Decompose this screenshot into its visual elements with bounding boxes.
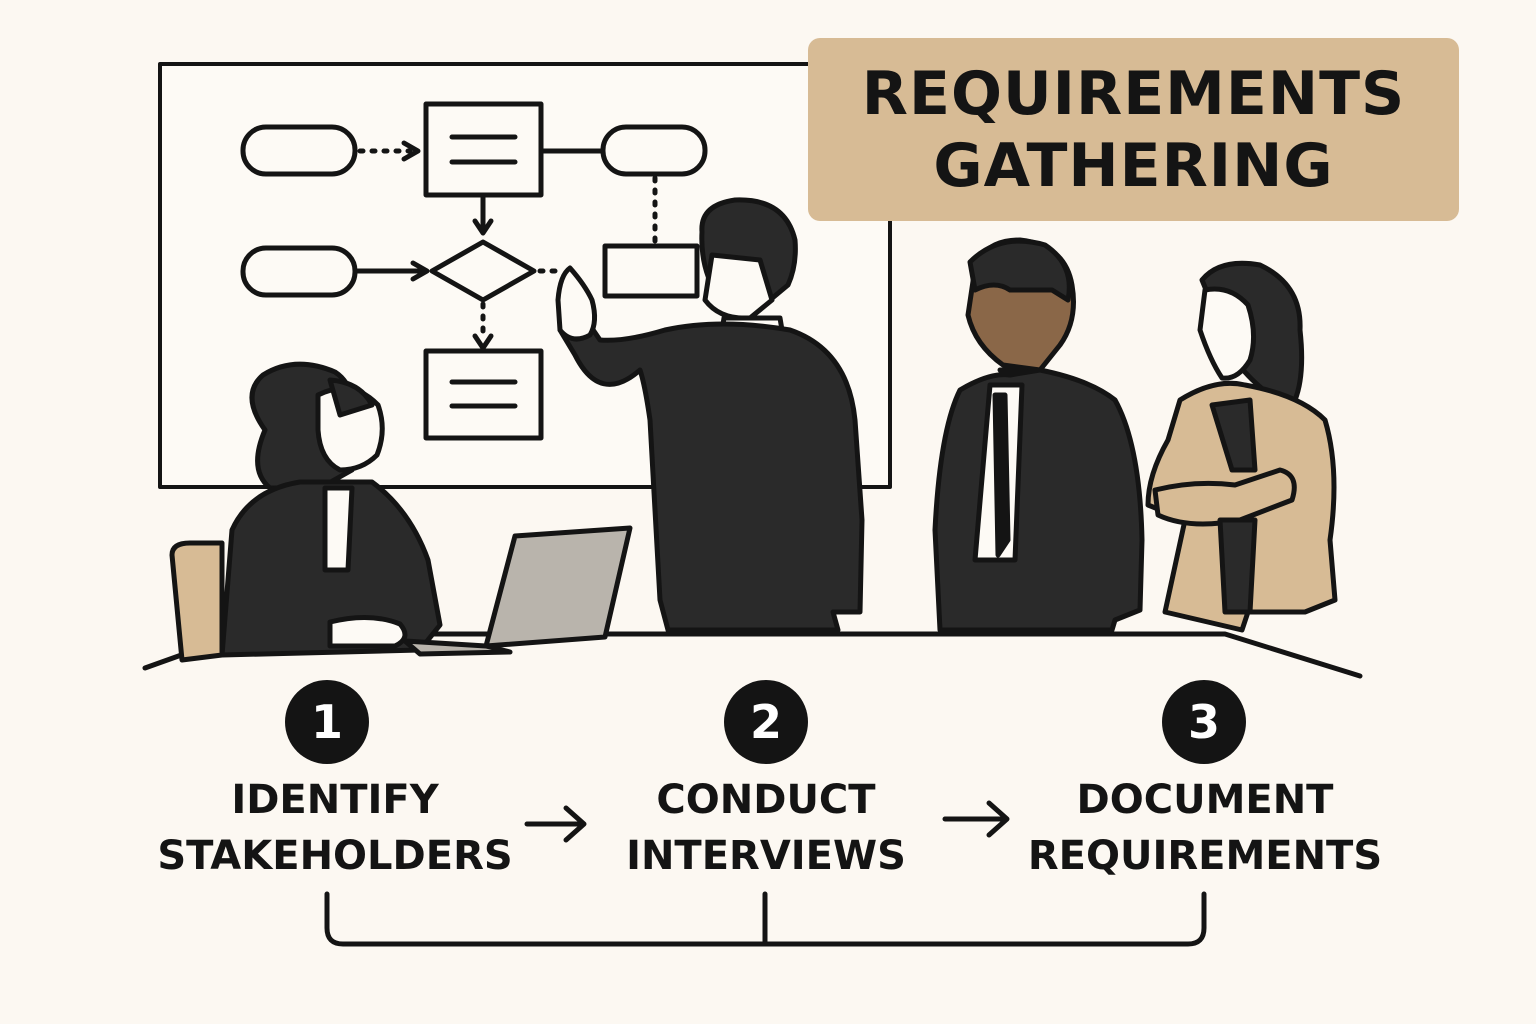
step-2-label: CONDUCT INTERVIEWS (546, 772, 986, 884)
step-1-line-1: IDENTIFY (231, 777, 439, 823)
title-line-2: GATHERING (933, 130, 1334, 201)
step-1-label: IDENTIFY STAKEHOLDERS (115, 772, 555, 884)
arrow-right-icon (524, 805, 587, 843)
flow-decision (429, 239, 537, 303)
step-3-line-2: REQUIREMENTS (1027, 833, 1383, 879)
bracket-connector (324, 891, 1207, 947)
laptop (402, 525, 633, 657)
flow-process-3 (423, 348, 544, 441)
flowchart-diagram (240, 101, 708, 441)
step-2-line-2: INTERVIEWS (626, 833, 906, 879)
step-2-line-1: CONDUCT (656, 777, 876, 823)
flow-process-2 (602, 243, 700, 299)
flow-terminal-1 (240, 124, 358, 177)
step-1-badge: 1 (285, 680, 369, 764)
person-seated-woman (169, 361, 443, 663)
step-3-badge: 3 (1162, 680, 1246, 764)
step-1-line-2: STAKEHOLDERS (157, 833, 513, 879)
arrow-right-icon (942, 800, 1010, 838)
step-3-label: DOCUMENT REQUIREMENTS (985, 772, 1425, 884)
flow-terminal-2 (600, 124, 708, 177)
title-banner: REQUIREMENTS GATHERING (808, 38, 1459, 221)
step-2-badge: 2 (724, 680, 808, 764)
step-3-line-1: DOCUMENT (1076, 777, 1334, 823)
person-standing-man (932, 237, 1145, 633)
person-standing-woman (1145, 260, 1338, 633)
person-presenting-man (555, 197, 865, 633)
title-line-1: REQUIREMENTS (861, 58, 1406, 129)
